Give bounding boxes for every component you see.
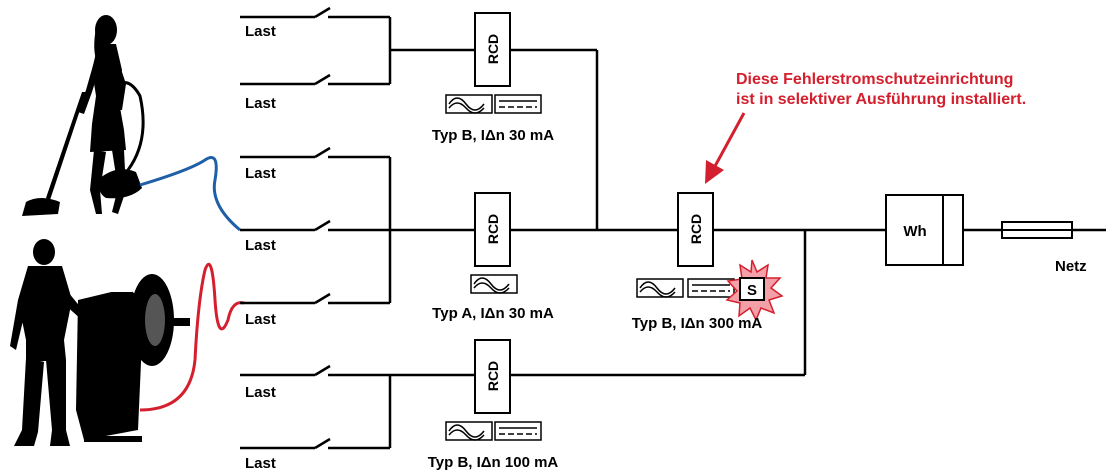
load-label: Last xyxy=(245,384,276,401)
dc-waveform-icon xyxy=(687,278,735,298)
selective-mark-box xyxy=(739,277,765,301)
annotation-line-1: Diese Fehlerstromschutzeinrichtung xyxy=(736,71,1013,88)
rcd-label: RCD xyxy=(485,361,501,391)
load-switches xyxy=(240,6,390,450)
grid-label: Netz xyxy=(1055,258,1087,275)
ac-waveform-icon xyxy=(445,94,493,114)
ac-waveform-icon xyxy=(636,278,684,298)
rcd-label: RCD xyxy=(688,214,704,244)
rcd-main-type: Typ B, IΔn 300 mA xyxy=(632,315,763,332)
selective-mark: S xyxy=(747,282,757,299)
rcd-3-box: RCD xyxy=(474,339,511,414)
energy-meter: Wh xyxy=(885,194,964,266)
rcd-label: RCD xyxy=(485,34,501,64)
fuse-icon xyxy=(1001,221,1073,239)
bus-wiring xyxy=(388,17,1106,448)
load-label: Last xyxy=(245,23,276,40)
rcd-main-box: RCD xyxy=(677,192,714,267)
dc-waveform-icon xyxy=(494,421,542,441)
meter-label: Wh xyxy=(903,223,926,240)
woman-vacuum-silhouette-icon xyxy=(22,15,142,216)
ac-waveform-icon xyxy=(445,421,493,441)
load-label: Last xyxy=(245,311,276,328)
rcd-1-box: RCD xyxy=(474,12,511,87)
dc-waveform-icon xyxy=(494,94,542,114)
rcd-3-type: Typ B, IΔn 100 mA xyxy=(428,454,559,471)
load-label: Last xyxy=(245,237,276,254)
vacuum-cable xyxy=(139,156,241,232)
annotation-arrow xyxy=(705,112,746,184)
rcd-2-type: Typ A, IΔn 30 mA xyxy=(432,305,554,322)
load-label: Last xyxy=(245,95,276,112)
load-label: Last xyxy=(245,455,276,472)
ac-waveform-icon xyxy=(470,274,518,294)
machine-cable xyxy=(139,262,245,412)
rcd-label: RCD xyxy=(485,214,501,244)
annotation-line-2: ist in selektiver Ausführung installiert… xyxy=(736,91,1026,108)
rcd-1-type: Typ B, IΔn 30 mA xyxy=(432,127,554,144)
rcd-2-box: RCD xyxy=(474,192,511,267)
man-tire-machine-silhouette-icon xyxy=(10,239,190,446)
load-label: Last xyxy=(245,165,276,182)
